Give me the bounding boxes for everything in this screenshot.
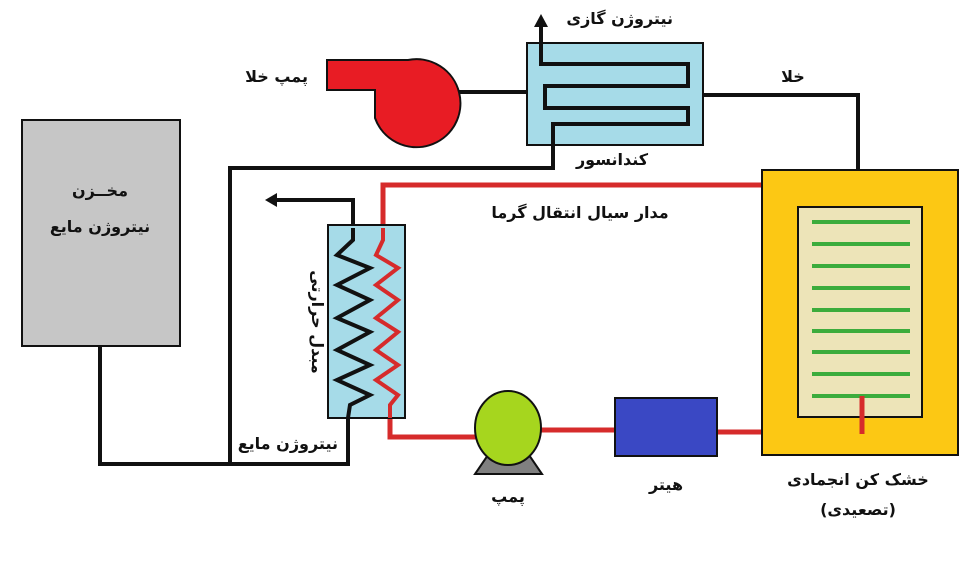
nitrogen-to-condenser-line	[228, 145, 555, 464]
condenser-label: کندانسور	[575, 150, 649, 169]
vacuum-pump-label: پمپ خلا	[245, 67, 308, 87]
heat-fluid-circuit-label: مدار سیال انتقال گرما	[491, 203, 668, 222]
heater	[614, 397, 718, 457]
tank-label-1: مخــزن	[72, 181, 128, 200]
condenser	[526, 42, 704, 146]
vacuum-pump-icon	[326, 58, 462, 149]
exhaust-arrow-icon	[265, 193, 277, 207]
hx-fluid-coil	[372, 228, 402, 418]
pump-label: پمپ	[491, 487, 525, 507]
liquid-nitrogen-feed-line	[98, 346, 350, 466]
vacuum-label: خلا	[781, 67, 805, 86]
nitrogen-tank	[21, 119, 181, 347]
gas-outlet-arrow-icon	[534, 14, 548, 27]
condenser-coil	[539, 25, 690, 145]
liquid-nitrogen-label: نیتروژن مایع	[238, 434, 338, 453]
freeze-dryer-label-2: (تصعیدی)	[820, 500, 896, 519]
hx-exhaust-line	[275, 198, 355, 230]
heater-label: هیتر	[648, 475, 683, 494]
tank-label-2: نیتروژن مایع	[50, 217, 150, 236]
vacuum-line	[703, 93, 860, 170]
heat-exchanger-label: مبدل حرارتی	[308, 270, 327, 374]
nitrogen-lines	[98, 90, 860, 466]
gaseous-nitrogen-label: نیتروژن گازی	[566, 9, 673, 28]
freeze-dryer-label-1: خشک کن انجمادی	[787, 470, 929, 489]
pump-icon	[473, 390, 544, 475]
hx-nitrogen-coil	[332, 228, 375, 419]
